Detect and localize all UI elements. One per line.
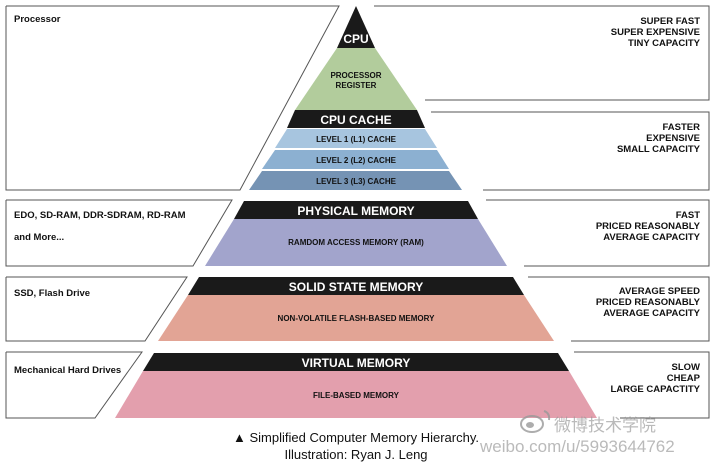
right-label-physical-3: AVERAGE CAPACITY <box>603 232 700 243</box>
title-physical-memory: PHYSICAL MEMORY <box>297 204 414 218</box>
flash-label: NON-VOLATILE FLASH-BASED MEMORY <box>278 314 436 323</box>
left-box-solid-state <box>5 276 188 342</box>
band-virtual-memory <box>143 353 569 371</box>
title-cpu: CPU <box>343 32 368 46</box>
right-box-processor <box>374 5 710 101</box>
register-label-2: REGISTER <box>336 81 377 90</box>
band-cpu-cache <box>287 110 425 128</box>
right-label-processor-1: SUPER FAST <box>640 16 700 27</box>
right-label-virtual-3: LARGE CAPACTITY <box>610 384 700 395</box>
band-processor-register <box>295 48 417 110</box>
pyramid: CPU PROCESSOR REGISTER CPU CACHE LEVEL 1… <box>115 6 597 418</box>
band-cpu <box>337 6 375 48</box>
tier-processor: Processor SUPER FAST SUPER EXPENSIVE TIN… <box>5 5 710 191</box>
left-label-processor: Processor <box>14 14 61 25</box>
band-file-based <box>115 371 597 418</box>
left-label-physical-1: EDO, SD-RAM, DDR-SDRAM, RD-RAM <box>14 210 186 221</box>
weibo-logo-icon <box>520 410 551 433</box>
register-label-1: PROCESSOR <box>330 71 381 80</box>
band-ram <box>205 219 507 266</box>
right-label-virtual-1: SLOW <box>672 362 701 373</box>
l3-cache-label: LEVEL 3 (L3) CACHE <box>316 177 397 186</box>
right-label-solid-state-2: PRICED REASONABLY <box>596 297 701 308</box>
band-l3-cache <box>249 171 462 190</box>
right-label-solid-state-3: AVERAGE CAPACITY <box>603 308 700 319</box>
band-flash <box>158 295 554 341</box>
right-box-virtual <box>574 351 710 419</box>
left-label-solid-state: SSD, Flash Drive <box>14 288 90 299</box>
caption-line-1: ▲ Simplified Computer Memory Hierarchy. <box>233 430 479 445</box>
right-label-virtual-2: CHEAP <box>667 373 701 384</box>
band-l1-cache <box>275 129 437 148</box>
right-label-physical-2: PRICED REASONABLY <box>596 221 701 232</box>
right-box-cache <box>431 111 710 191</box>
left-box-processor <box>5 5 340 191</box>
tier-solid-state: SSD, Flash Drive AVERAGE SPEED PRICED RE… <box>5 276 710 342</box>
right-box-solid-state <box>528 276 710 342</box>
l2-cache-label: LEVEL 2 (L2) CACHE <box>316 156 397 165</box>
right-label-processor-3: TINY CAPACITY <box>628 38 701 49</box>
caption-line-2: Illustration: Ryan J. Leng <box>284 447 427 462</box>
right-label-cache-1: FASTER <box>663 122 701 133</box>
band-solid-state-memory <box>188 277 524 295</box>
right-label-solid-state-1: AVERAGE SPEED <box>619 286 700 297</box>
ram-label: RAMDOM ACCESS MEMORY (RAM) <box>288 238 424 247</box>
left-label-physical-2: and More... <box>14 232 64 243</box>
left-box-virtual <box>5 351 143 419</box>
watermark-logo-text: 微博技术学院 <box>554 416 656 435</box>
title-cpu-cache: CPU CACHE <box>320 113 391 127</box>
right-box-physical <box>486 199 710 267</box>
band-l2-cache <box>262 150 449 169</box>
tier-physical-memory: EDO, SD-RAM, DDR-SDRAM, RD-RAM and More.… <box>5 199 710 267</box>
tier-virtual-memory: Mechanical Hard Drives SLOW CHEAP LARGE … <box>5 351 710 419</box>
right-label-cache-3: SMALL CAPACITY <box>617 144 701 155</box>
watermark-url: weibo.com/u/5993644762 <box>479 437 675 456</box>
weibo-watermark: 微博技术学院 weibo.com/u/5993644762 <box>479 410 675 456</box>
title-solid-state-memory: SOLID STATE MEMORY <box>289 280 423 294</box>
right-label-cache-2: EXPENSIVE <box>646 133 700 144</box>
band-physical-memory <box>234 201 478 219</box>
file-based-label: FILE-BASED MEMORY <box>313 391 400 400</box>
right-label-processor-2: SUPER EXPENSIVE <box>611 27 700 38</box>
title-virtual-memory: VIRTUAL MEMORY <box>302 356 411 370</box>
tier-cpu-cache: FASTER EXPENSIVE SMALL CAPACITY <box>431 111 710 191</box>
right-label-physical-1: FAST <box>676 210 700 221</box>
left-label-virtual: Mechanical Hard Drives <box>14 365 121 376</box>
left-box-physical <box>5 199 233 267</box>
l1-cache-label: LEVEL 1 (L1) CACHE <box>316 135 397 144</box>
